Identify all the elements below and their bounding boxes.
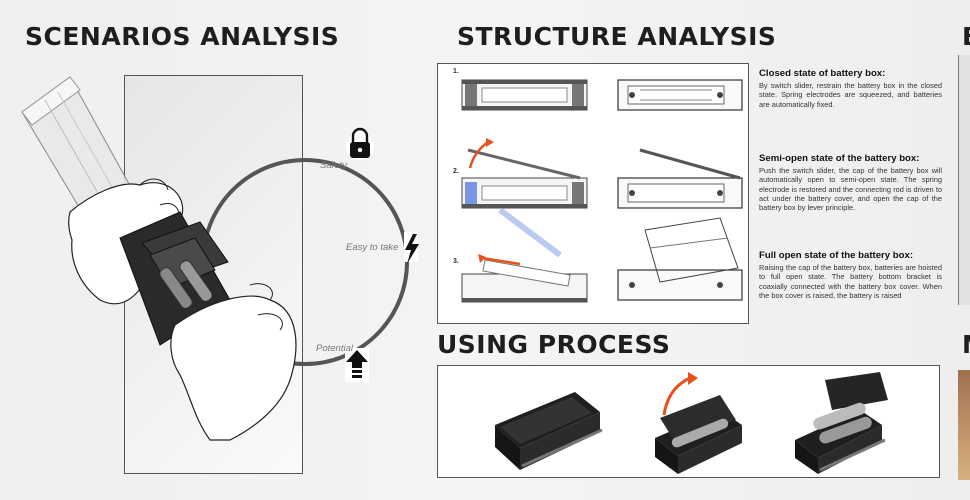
full-open-state-description: Full open state of the battery box: Rais… bbox=[759, 250, 942, 300]
step-number-2: 2. bbox=[453, 168, 459, 175]
ring-label-easy: Easy to take bbox=[346, 242, 399, 253]
ring-label-potential: Potential bbox=[316, 343, 353, 354]
structure-diagrams bbox=[461, 79, 743, 303]
semi-open-side-view bbox=[461, 138, 588, 209]
full-open-state-title: Full open state of the battery box: bbox=[759, 250, 914, 261]
scenarios-title: SCENARIOS ANALYSIS bbox=[25, 22, 340, 51]
semi-open-state-text: Push the switch slider, the cap of the b… bbox=[759, 166, 942, 213]
semi-open-top-view bbox=[617, 148, 743, 209]
semi-open-box-render bbox=[655, 372, 742, 474]
upload-arrow-icon bbox=[345, 348, 369, 382]
semi-open-state-title: Semi-open state of the battery box: bbox=[759, 153, 920, 164]
semi-open-state-description: Semi-open state of the battery box: Push… bbox=[759, 153, 942, 212]
lightning-icon bbox=[404, 232, 419, 264]
full-open-box-render bbox=[795, 372, 888, 474]
closed-state-description: Closed state of battery box: By switch s… bbox=[759, 68, 942, 109]
closed-state-text: By switch slider, restrain the battery b… bbox=[759, 81, 942, 109]
ring-label-safety: Safety bbox=[320, 160, 347, 171]
scenario-illustration bbox=[21, 76, 419, 441]
cropped-panel-top bbox=[958, 55, 970, 305]
structure-title: STRUCTURE ANALYSIS bbox=[457, 22, 777, 51]
full-open-side-view bbox=[461, 207, 588, 303]
step-number-3: 3. bbox=[453, 258, 459, 265]
using-process-title: USING PROCESS bbox=[437, 330, 671, 359]
closed-box-render bbox=[495, 392, 603, 470]
lock-icon bbox=[346, 127, 374, 160]
cropped-heading-bottom: N bbox=[962, 330, 970, 359]
full-open-top-view bbox=[617, 217, 743, 301]
right-hand bbox=[170, 295, 297, 441]
cropped-photo-bottom bbox=[958, 370, 970, 480]
closed-top-view bbox=[617, 79, 743, 111]
closed-side-view bbox=[461, 79, 588, 111]
cropped-heading-top: B bbox=[962, 22, 970, 51]
full-open-state-text: Raising the cap of the battery box, batt… bbox=[759, 263, 942, 300]
step-number-1: 1. bbox=[453, 68, 459, 75]
closed-state-title: Closed state of battery box: bbox=[759, 68, 886, 79]
